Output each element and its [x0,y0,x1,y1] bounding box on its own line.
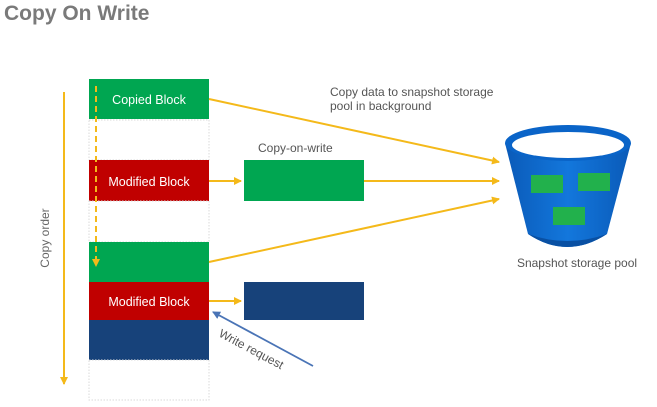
pool-arrows [208,98,500,263]
modified-block-1-label: Modified Block [108,175,190,189]
pool-block [531,175,563,193]
green-block [89,242,209,282]
background-copy-label-line2: pool in background [330,99,431,113]
cow-blocks: Copy-on-write [209,141,364,320]
empty-block [88,200,210,243]
modified-block-2-label: Modified Block [108,295,190,309]
storage-bucket-icon [505,125,631,247]
pool-block [578,173,610,191]
modified-block-2 [89,282,209,320]
write-request: Write request [212,311,314,372]
empty-block [88,359,210,401]
pool-block [553,207,585,225]
copied-block [89,79,209,119]
empty-block [88,119,210,161]
pool-label: Snapshot storage pool [517,256,637,270]
cow-green-block [244,160,364,201]
copy-on-write-label: Copy-on-write [258,141,333,155]
background-copy-label-line1: Copy data to snapshot storage [330,85,494,99]
cow-navy-block [244,282,364,320]
copy-order-axis: Copy order [38,92,68,385]
page-title: Copy On Write [4,2,150,25]
navy-block [89,320,209,360]
copy-order-label: Copy order [38,208,52,267]
block-column: Copied Block Modified Block Modified Blo… [88,79,210,401]
copied-block-label: Copied Block [112,93,186,107]
modified-block-1 [89,160,209,201]
